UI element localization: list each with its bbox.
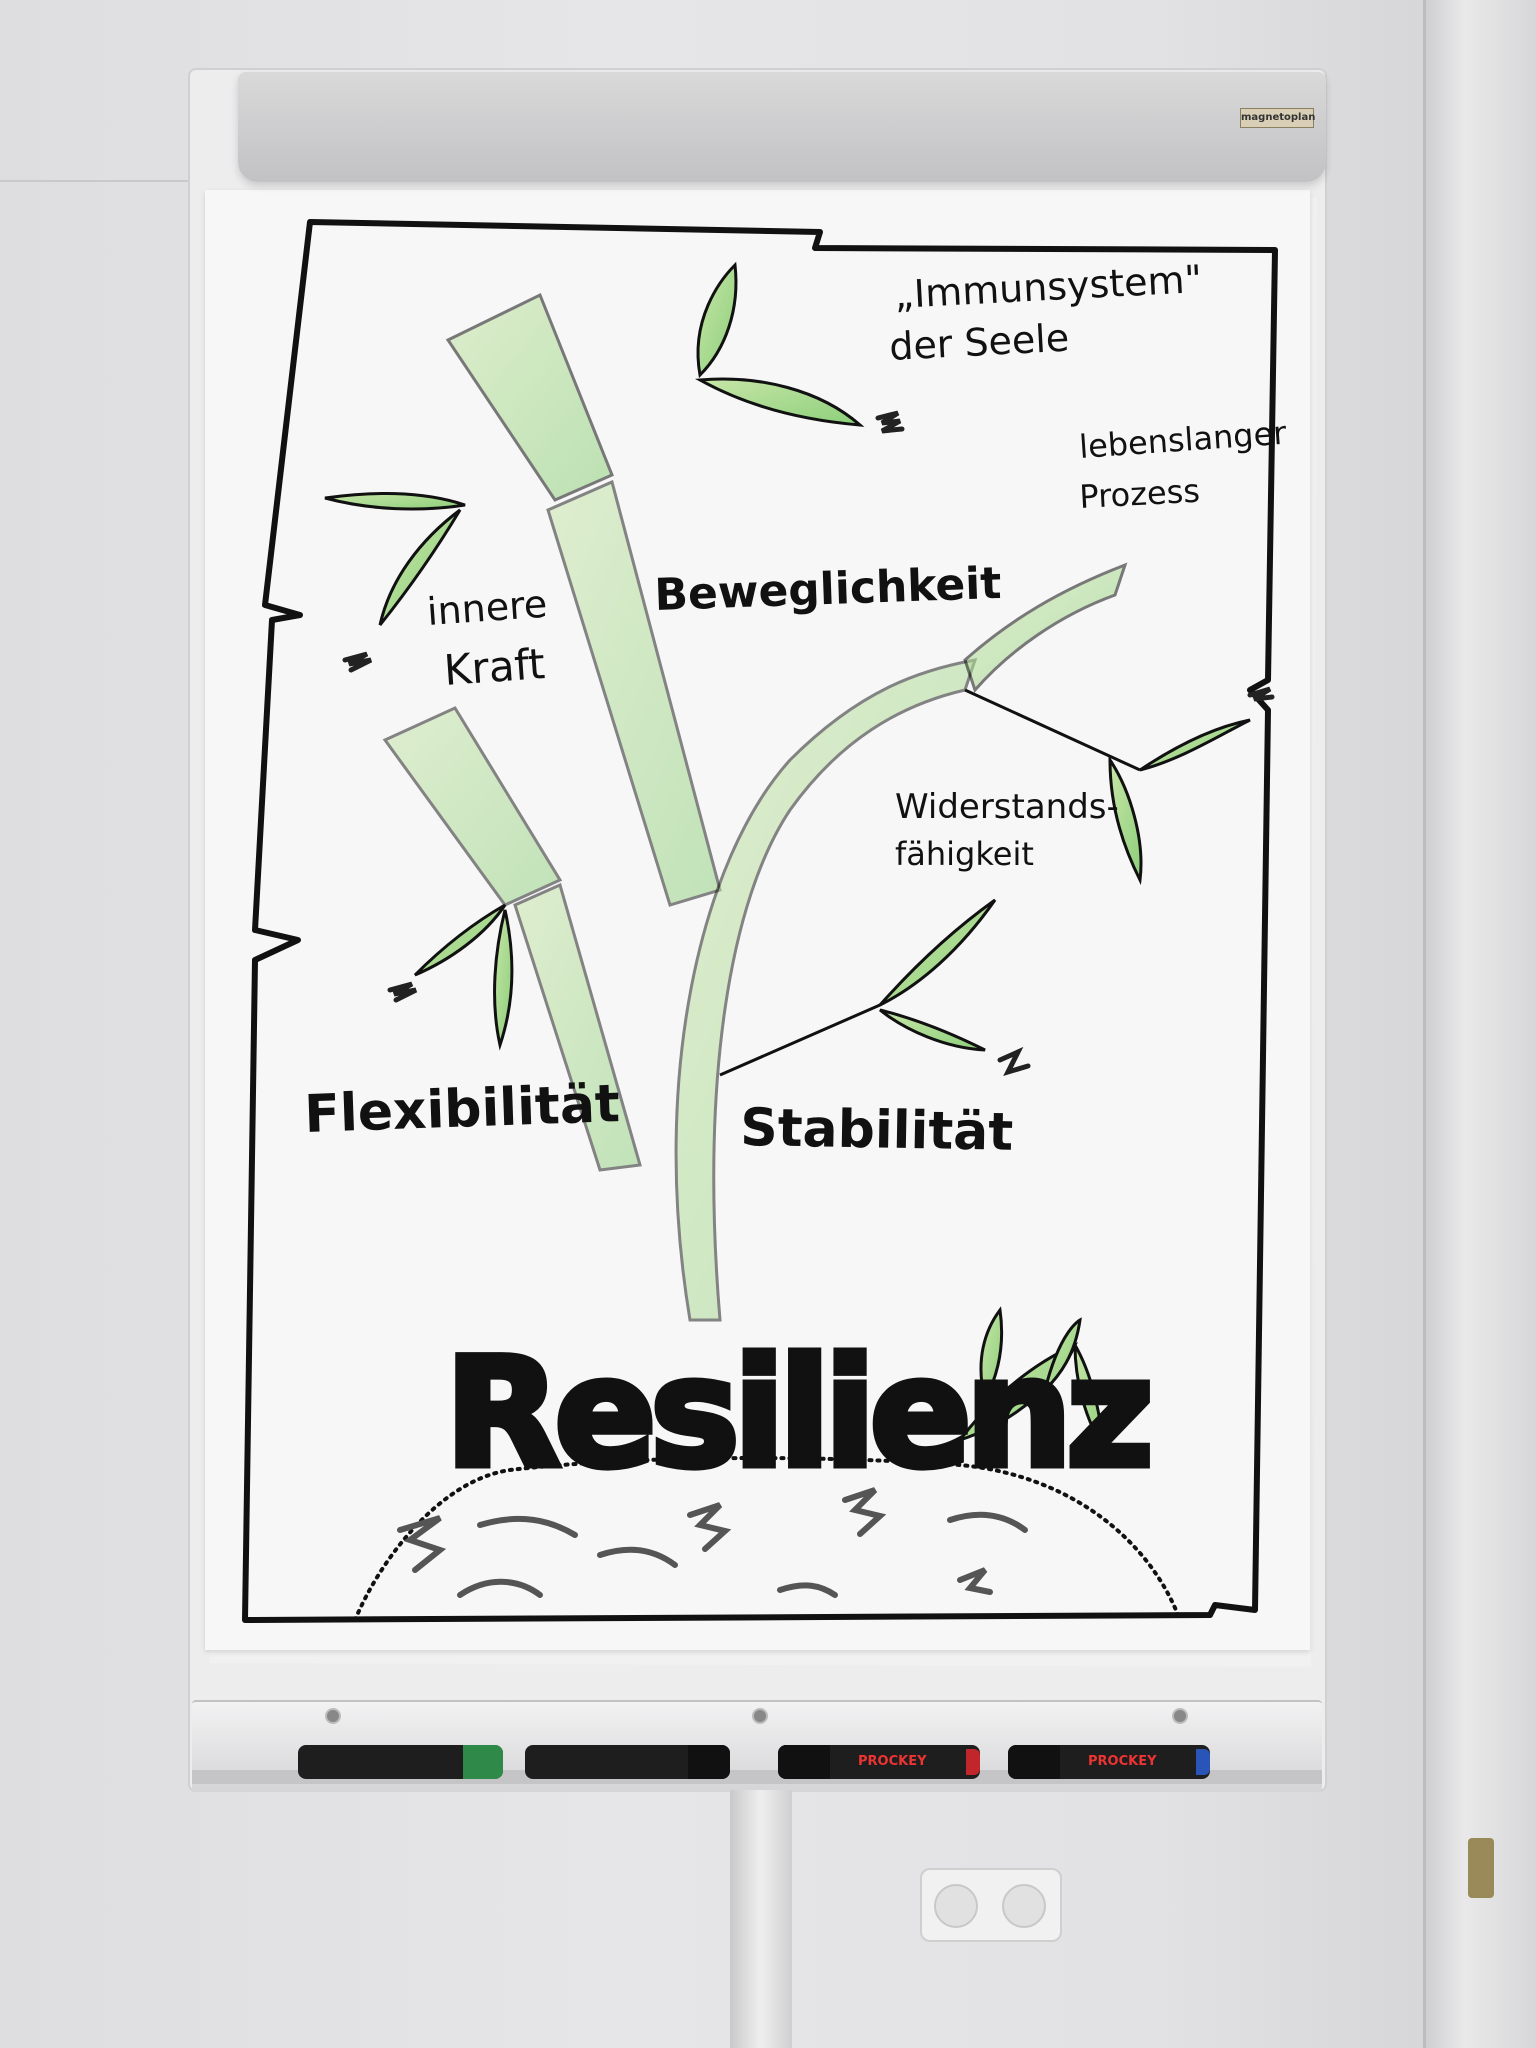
ground-mound — [353, 1456, 1182, 1622]
marker-cap — [463, 1745, 503, 1779]
flipchart-clamp-bar — [238, 72, 1326, 182]
power-socket — [920, 1868, 1062, 1942]
flipchart-paper — [205, 190, 1310, 1650]
socket-outlet — [934, 1884, 978, 1928]
label-flexibilitaet: Flexibilität — [303, 1074, 620, 1145]
label-stabilitaet: Stabilität — [740, 1098, 1014, 1163]
chart-title: Resilienz — [445, 1327, 1148, 1501]
wall-trim — [0, 180, 240, 182]
bamboo-stalk-left — [382, 292, 722, 1172]
screw — [325, 1708, 341, 1724]
screw — [1172, 1708, 1188, 1724]
marker-label: PROCKEY — [1088, 1754, 1157, 1769]
marker-cap — [778, 1745, 830, 1779]
screw — [752, 1708, 768, 1724]
label-immunsystem-1: „Immunsystem" — [893, 257, 1203, 317]
drawn-frame — [242, 219, 1278, 1623]
marker-cap — [1008, 1745, 1060, 1779]
label-immunsystem-2: der Seele — [888, 316, 1070, 369]
ground-scribbles — [397, 1487, 1028, 1598]
door-frame — [1423, 0, 1536, 2048]
socket-outlet — [1002, 1884, 1046, 1928]
marker-green[interactable] — [298, 1745, 503, 1779]
label-beweglichkeit: Beweglichkeit — [654, 558, 1003, 621]
label-lebenslanger-1: lebenslanger — [1078, 414, 1288, 466]
stand-pole — [730, 1790, 792, 2048]
marker-red[interactable]: PROCKEY — [778, 1745, 980, 1779]
marker-label: PROCKEY — [858, 1754, 927, 1769]
marker-tip — [966, 1749, 980, 1775]
marker-cap — [688, 1745, 730, 1779]
marker-tip — [1196, 1749, 1210, 1775]
label-lebenslanger-2: Prozess — [1078, 472, 1200, 516]
label-innere-1: innere — [426, 582, 549, 634]
brand-plate: magnetoplan — [1240, 108, 1315, 128]
bamboo-stalk-center — [674, 562, 1141, 1322]
label-widerstand-1: Widerstands- — [895, 787, 1119, 827]
marker-black[interactable] — [525, 1745, 730, 1779]
marker-blue[interactable]: PROCKEY — [1008, 1745, 1210, 1779]
ink-squiggles — [342, 410, 1275, 1077]
label-innere-2: Kraft — [442, 639, 546, 695]
door-hinge — [1468, 1838, 1494, 1898]
bamboo-leaves — [324, 261, 1251, 1451]
label-widerstand-2: fähigkeit — [895, 835, 1034, 873]
